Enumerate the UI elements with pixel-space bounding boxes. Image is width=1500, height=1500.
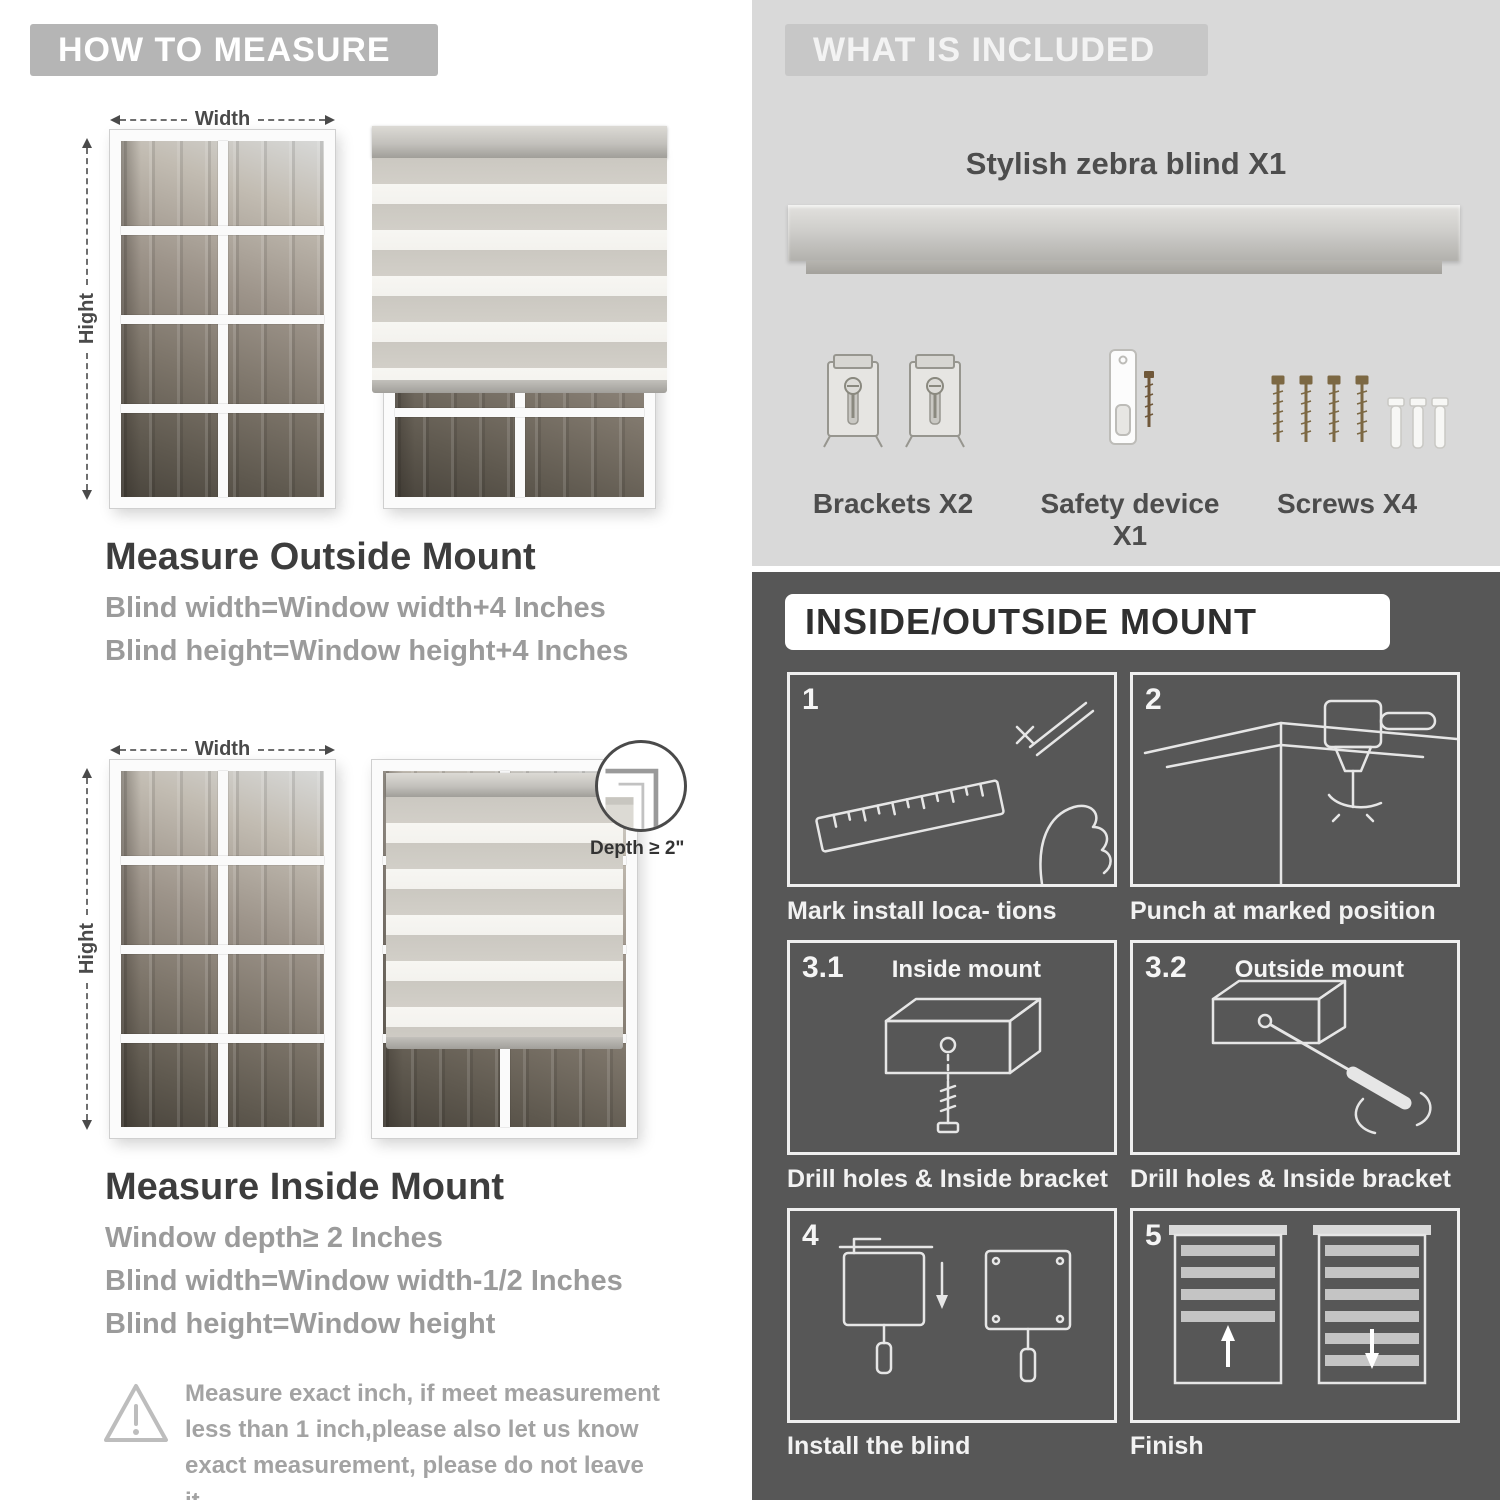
blind-stripes [386,797,623,1037]
dashed-line [120,748,187,751]
step-caption-5: Finish [1130,1432,1204,1460]
step-panel-2: 2 [1130,672,1460,887]
inside-mount-line: Blind height=Window height [105,1308,496,1340]
step-caption-2: Punch at marked position [1130,897,1436,925]
screws-icon [1271,375,1449,449]
step-number: 2 [1145,683,1162,716]
blind-stripes [372,158,667,380]
install-blind-illustration [838,1237,1072,1383]
window-illustration-outside [110,130,335,508]
muntin [121,1034,324,1043]
blind-headrail [372,126,667,158]
blind-bottom-rail [386,1037,623,1049]
arrowhead-down-icon [82,1120,92,1130]
arrowhead-left-icon [110,744,120,755]
what-is-included-section [752,0,1500,566]
what-is-included-banner: WHAT IS INCLUDED [785,24,1208,76]
dashed-line [120,118,187,121]
muntin [121,226,324,235]
step-title: Outside mount [1234,956,1405,983]
arrowhead-left-icon [110,114,120,125]
step-number: 4 [802,1219,819,1252]
outside-mount-line: Blind height=Window height+4 Inches [105,635,629,667]
outside-mount-line: Blind width=Window width+4 Inches [105,592,606,624]
zebra-blind-inside [386,773,623,1049]
depth-label: Depth ≥ 2" [590,838,685,859]
zebra-blind-headrail-graphic [788,205,1460,261]
muntin [395,407,644,417]
outside-mount-blind-demo [372,126,667,508]
height-label: Hight [75,293,98,345]
safety-device-label: Safety device X1 [1040,488,1220,551]
mount-banner: INSIDE/OUTSIDE MOUNT [785,594,1390,650]
dashed-line [258,748,326,751]
window-illustration-inside [110,760,335,1138]
step-number: 1 [802,683,819,716]
mark-locations-illustration [815,701,1112,884]
muntin [121,856,324,865]
drill-illustration [1143,699,1457,884]
width-dimension-outside: Width [110,108,336,131]
height-dimension-inside: Hight [74,768,100,1130]
bracket-icon [905,354,965,448]
depth-zoom-callout [595,740,687,832]
height-dimension-outside: Hight [74,138,100,500]
height-label: Hight [75,923,98,975]
width-dimension-inside: Width [110,738,336,761]
step-number: 3.2 [1145,951,1187,984]
dashed-line [86,982,88,1120]
step-panel-1: 1 [787,672,1117,887]
measurement-note: Measure exact inch, if meet measurement … [185,1380,660,1500]
step-title: Inside mount [891,956,1042,983]
step-panel-3-2: 3.2 Outside mount [1130,940,1460,1155]
width-label: Width [194,738,251,760]
brackets-label: Brackets X2 [812,488,974,519]
inside-bracket-illustration [884,997,1042,1134]
outside-mount-heading: Measure Outside Mount [105,536,536,578]
step-caption-1: Mark install loca- tions [787,897,1057,925]
muntin [121,315,324,324]
arrowhead-up-icon [82,768,92,778]
muntin [121,945,324,954]
product-title: Stylish zebra blind X1 [965,146,1287,181]
window-panes [121,141,324,497]
step-panel-5: 5 [1130,1208,1460,1423]
warning-triangle-icon [104,1384,168,1442]
blind-headrail [386,773,623,797]
inside-mount-blind-demo [372,760,637,1138]
muntin [121,404,324,413]
inside-mount-line: Window depth≥ 2 Inches [105,1222,443,1254]
dashed-line [86,148,88,286]
inside-mount-heading: Measure Inside Mount [105,1166,505,1208]
arrowhead-right-icon [325,114,336,125]
zebra-blind-headrail-lip [806,261,1442,274]
window-panes [121,771,324,1127]
finish-illustration [1169,1225,1431,1385]
dashed-line [86,352,88,490]
width-label: Width [194,108,251,130]
screws-label: Screws X4 [1276,488,1418,519]
bracket-icon [823,354,883,448]
corner-detail-icon [605,768,659,829]
step-panel-3-1: 3.1 Inside mount [787,940,1117,1155]
inside-mount-line: Blind width=Window width-1/2 Inches [105,1265,623,1297]
step-number: 3.1 [802,951,844,984]
step-caption-4: Install the blind [787,1432,971,1460]
blind-bottom-rail [372,380,667,393]
step-caption-3-1: Drill holes & Inside bracket [787,1165,1108,1193]
step-caption-3-2: Drill holes & Inside bracket [1130,1165,1451,1193]
arrowhead-down-icon [82,490,92,500]
arrowhead-up-icon [82,138,92,148]
dashed-line [86,778,88,916]
zebra-blind-outside [372,126,667,393]
outside-bracket-illustration [1211,979,1432,1135]
how-to-measure-banner: HOW TO MEASURE [30,24,438,76]
safety-device-icon [1109,349,1154,445]
dashed-line [258,118,326,121]
step-panel-4: 4 [787,1208,1117,1423]
step-number: 5 [1145,1219,1162,1252]
arrowhead-right-icon [325,744,336,755]
